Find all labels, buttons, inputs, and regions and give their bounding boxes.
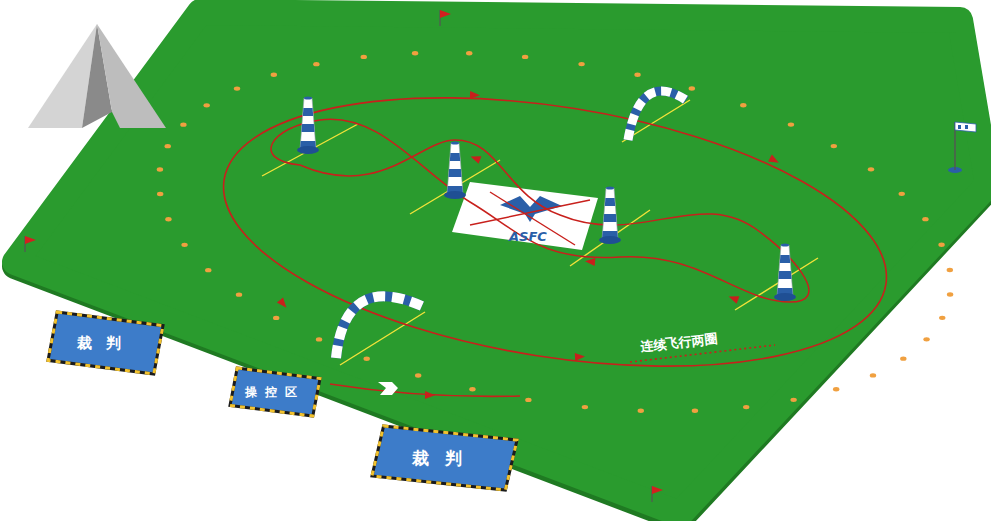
marker-dot (870, 373, 876, 377)
marker-dot (234, 86, 240, 90)
marker-dot (313, 62, 319, 66)
judge-mat: 裁判 (48, 312, 163, 374)
marker-dots (157, 51, 954, 413)
mat-border (372, 426, 517, 490)
mat-fill (48, 312, 163, 374)
judge-mat: 裁判 (372, 426, 517, 490)
marker-dot (165, 217, 171, 221)
mat-fill (372, 426, 517, 490)
marker-dot (692, 409, 698, 413)
marker-dot (316, 337, 322, 341)
figure-eight (271, 119, 809, 302)
marker-dot (833, 387, 839, 391)
marker-dot (900, 356, 906, 360)
cone-gate (774, 244, 796, 302)
marker-dot (415, 373, 421, 377)
marker-dot (743, 405, 749, 409)
windsock (948, 122, 976, 173)
marker-dot (922, 217, 928, 221)
marker-dot (938, 243, 944, 247)
arrowheads (277, 91, 781, 399)
marker-dot (181, 243, 187, 247)
marker-dot (790, 398, 796, 402)
corner-flag (440, 10, 451, 26)
cone-gate (297, 97, 319, 155)
mat-border-stripe (372, 426, 517, 490)
marker-dot (868, 167, 874, 171)
marker-dot (740, 103, 746, 107)
logo-box: ASFC (478, 222, 578, 251)
start-marker (378, 382, 398, 395)
marker-dot (899, 192, 905, 196)
cone-gate (599, 187, 621, 245)
mat-border (230, 368, 320, 416)
marker-dot (203, 103, 209, 107)
arch-gate (336, 296, 422, 358)
control-mat: 操控区 (230, 368, 320, 416)
marker-dot (522, 55, 528, 59)
logo-cross (470, 200, 590, 225)
marker-dot (363, 357, 369, 361)
marker-dot (578, 62, 584, 66)
mat-label: 裁判 (412, 447, 478, 470)
arch-gate (628, 91, 686, 140)
marker-dot (939, 316, 945, 320)
marker-dot (947, 268, 953, 272)
marker-dot (689, 86, 695, 90)
marker-dot (469, 387, 475, 391)
mat-border (48, 312, 163, 374)
marker-dot (205, 268, 211, 272)
start-path (330, 384, 520, 396)
marker-dot (361, 55, 367, 59)
marker-dot (466, 51, 472, 55)
marker-dot (165, 144, 171, 148)
marker-dot (236, 292, 242, 296)
marker-dot (947, 292, 953, 296)
outer-loop (205, 56, 906, 408)
marker-dot (788, 122, 794, 126)
marker-dot (582, 405, 588, 409)
marker-dot (273, 316, 279, 320)
marker-dot (634, 73, 640, 77)
marker-dot (831, 144, 837, 148)
corner-flag (652, 486, 663, 502)
field-surface (15, 12, 988, 514)
marker-dot (271, 73, 277, 77)
logo-text: ASFC (509, 229, 547, 244)
cone-gate (444, 142, 466, 200)
marker-dot (923, 337, 929, 341)
marker-dot (412, 51, 418, 55)
marker-dot (157, 192, 163, 196)
marker-dot (157, 167, 163, 171)
plane-icon (28, 24, 166, 128)
mat-label: 裁判 (77, 334, 135, 353)
marker-dot (638, 409, 644, 413)
mat-border-stripe (48, 312, 163, 374)
corner-flag (25, 236, 36, 252)
mat-label: 操控区 (245, 384, 305, 401)
mat-fill (230, 368, 320, 416)
marker-dot (180, 122, 186, 126)
gate-lines (262, 100, 818, 365)
marker-dot (525, 398, 531, 402)
logo-mat (452, 182, 598, 250)
mat-border-stripe (230, 368, 320, 416)
